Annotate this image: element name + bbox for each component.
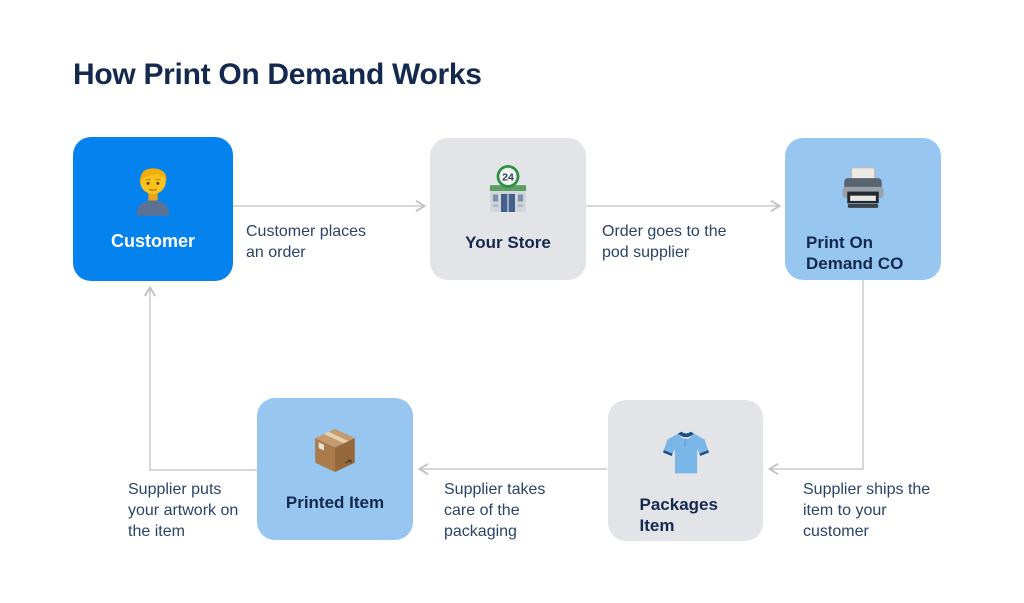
svg-text:24: 24 (502, 171, 514, 183)
package-icon (315, 428, 355, 472)
node-your-store-label: Your Store (465, 233, 551, 252)
node-customer-label: Customer (110, 231, 195, 251)
node-printed-item-label: Printed Item (285, 493, 385, 512)
edge-label-customer-places-order: Customer places an order (246, 223, 367, 261)
man-icon (136, 168, 170, 216)
node-packages-item: Packages Item (608, 400, 763, 541)
arrow-pod-to-packages (767, 280, 864, 476)
convenience-store-icon: 24 (489, 164, 527, 212)
edge-label-supplier-packaging: Supplier takes care of the packaging (444, 481, 546, 540)
edge-label-supplier-artwork: Supplier puts your artwork on the item (128, 481, 239, 540)
node-printed-item: Printed Item (257, 398, 413, 540)
page-title: How Print On Demand Works (73, 58, 482, 91)
edge-label-supplier-ships: Supplier ships the item to your customer (803, 481, 931, 540)
edge-label-order-to-pod-supplier: Order goes to the pod supplier (602, 223, 727, 261)
node-print-on-demand-co: Print On Demand CO (785, 138, 941, 280)
node-print-on-demand-co-label: Print On Demand CO (806, 233, 904, 273)
t-shirt-icon (662, 431, 709, 474)
printer-icon (842, 167, 884, 208)
node-customer: Customer (73, 137, 233, 281)
node-packages-item-label: Packages Item (639, 495, 718, 535)
node-your-store: 24 Your Store (430, 138, 586, 280)
arrow-printed-to-customer (143, 285, 257, 471)
